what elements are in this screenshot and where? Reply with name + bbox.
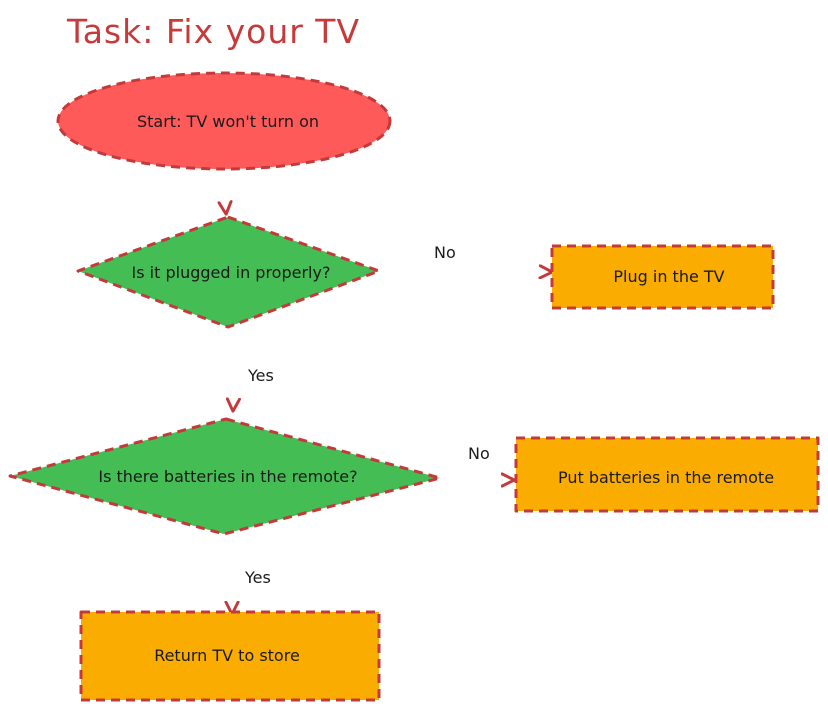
edge-plugged-to-batteries xyxy=(233,330,234,410)
start-label: Start: TV won't turn on xyxy=(137,112,319,131)
return-label: Return TV to store xyxy=(154,646,300,665)
node-batteries-decision[interactable]: Is there batteries in the remote? xyxy=(8,417,442,536)
plugged-diamond xyxy=(76,215,381,329)
start-ellipse xyxy=(56,71,392,171)
edge-label-batteries-no: No xyxy=(468,444,490,463)
edge-label-batteries-yes: Yes xyxy=(244,568,271,587)
edge-label-plugged-no: No xyxy=(434,243,456,262)
edge-label-plugged-yes: Yes xyxy=(247,366,274,385)
return-rect xyxy=(79,610,381,702)
plugged-label: Is it plugged in properly? xyxy=(132,263,331,282)
put-batteries-label: Put batteries in the remote xyxy=(558,468,774,487)
node-return[interactable]: Return TV to store xyxy=(79,610,381,702)
edge-batteries-to-return xyxy=(231,535,232,613)
plug-in-label: Plug in the TV xyxy=(613,267,724,286)
edge-labels: No Yes No Yes xyxy=(244,243,490,587)
node-plugged-decision[interactable]: Is it plugged in properly? xyxy=(76,215,381,329)
node-plug-in[interactable]: Plug in the TV xyxy=(550,244,775,310)
node-put-batteries[interactable]: Put batteries in the remote xyxy=(514,436,820,513)
edge-start-to-plugged xyxy=(224,182,226,213)
node-start[interactable]: Start: TV won't turn on xyxy=(56,71,392,171)
put-batteries-rect xyxy=(514,436,820,513)
diagram-title: Task: Fix your TV xyxy=(66,12,360,51)
batteries-diamond xyxy=(8,417,442,536)
batteries-label: Is there batteries in the remote? xyxy=(98,467,357,486)
plug-in-rect xyxy=(550,244,775,310)
